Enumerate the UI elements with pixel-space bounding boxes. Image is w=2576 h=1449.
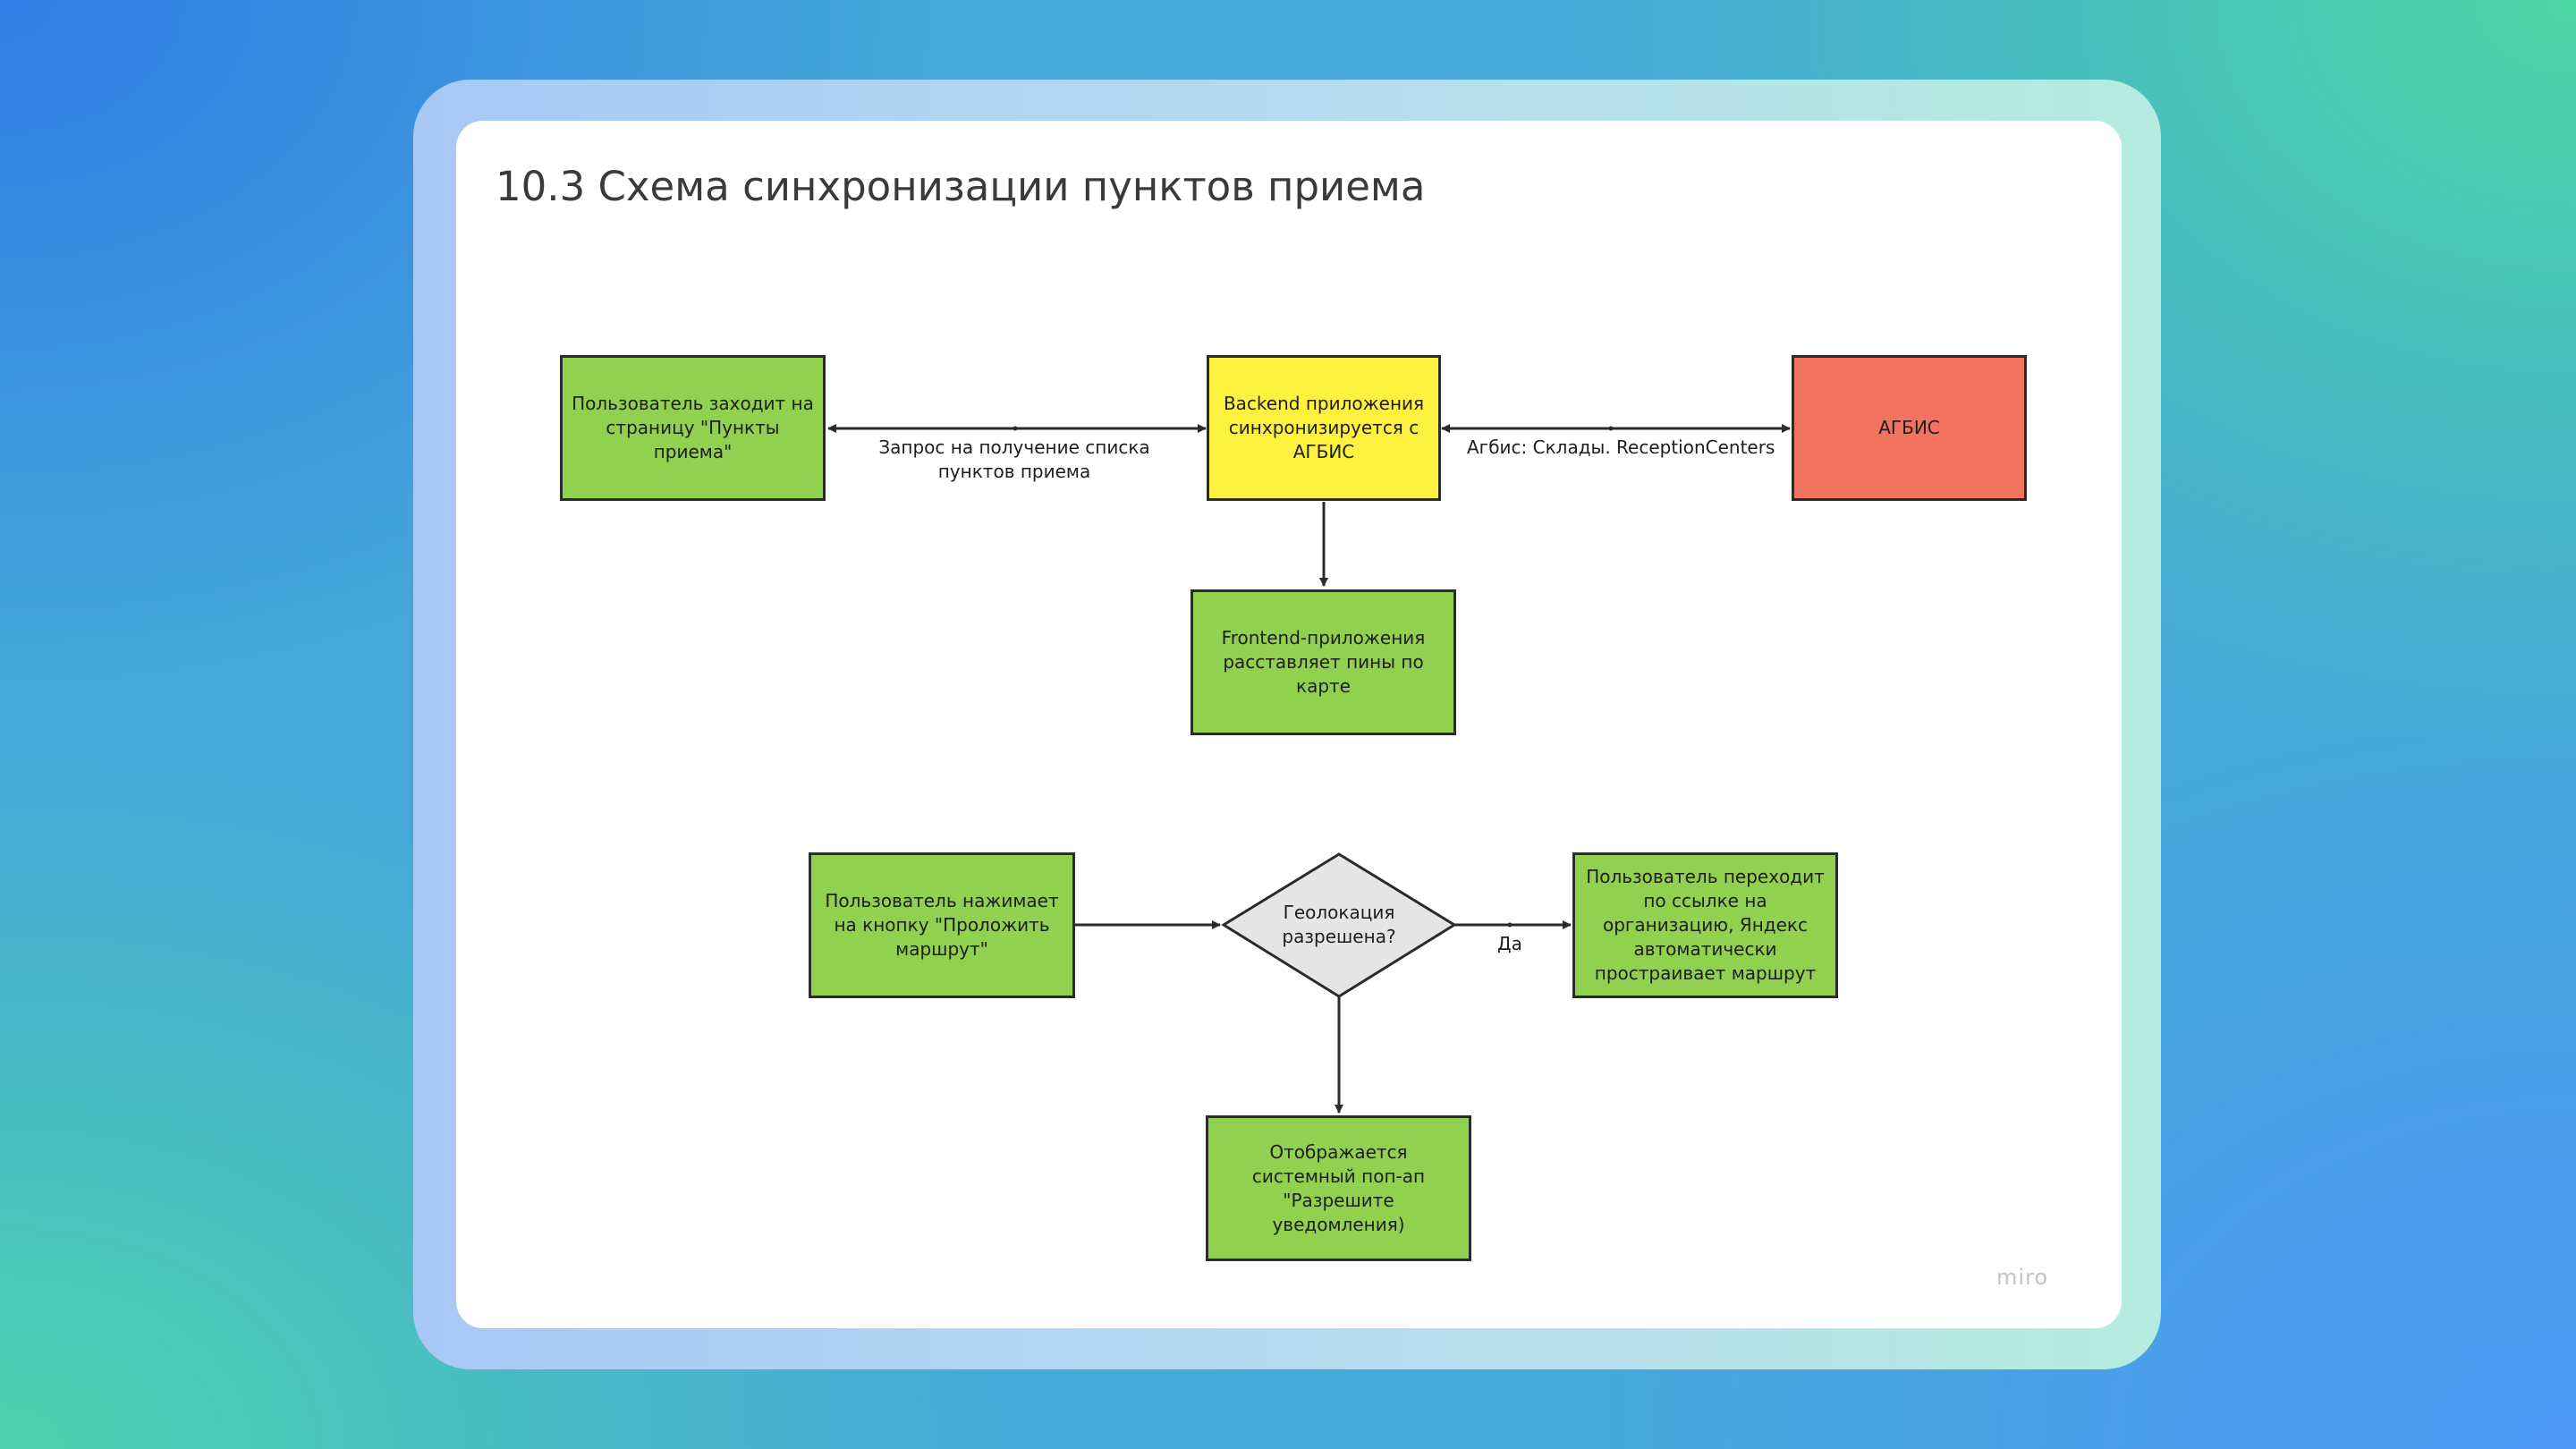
miro-logo: miro: [1996, 1265, 2049, 1290]
edge-label-agbis: Агбис: Склады. ReceptionCenters: [1467, 436, 1775, 458]
decision-label: Геолокация разрешена?: [1282, 902, 1396, 947]
node-system-popup: Отображается системный поп-ап "Разрешите…: [1206, 1115, 1471, 1261]
page-title: 10.3 Схема синхронизации пунктов приема: [496, 163, 1426, 210]
edge-label-yes: Да: [1497, 933, 1522, 954]
node-backend-sync: Backend приложения синхронизируется с АГ…: [1207, 355, 1441, 501]
edge-label-request: Запрос на получение списка пунктов прием…: [878, 436, 1150, 482]
node-agbis: АГБИС: [1792, 355, 2027, 501]
decision-diamond: [1221, 852, 1457, 998]
node-user-follows-link: Пользователь переходит по ссылке на орга…: [1572, 852, 1838, 998]
node-frontend-pins: Frontend-приложения расставляет пины по …: [1191, 589, 1456, 735]
node-user-route-button: Пользователь нажимает на кнопку "Проложи…: [809, 852, 1075, 998]
node-user-opens-page: Пользователь заходит на страницу "Пункты…: [560, 355, 826, 501]
